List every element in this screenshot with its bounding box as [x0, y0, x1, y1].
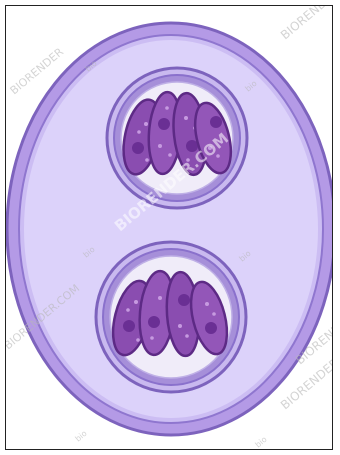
sporocyst-lower — [96, 242, 246, 392]
watermark-brand: BIORENDER — [278, 0, 340, 42]
watermark-small: bio — [74, 429, 89, 444]
watermark-small: bio — [254, 435, 269, 450]
